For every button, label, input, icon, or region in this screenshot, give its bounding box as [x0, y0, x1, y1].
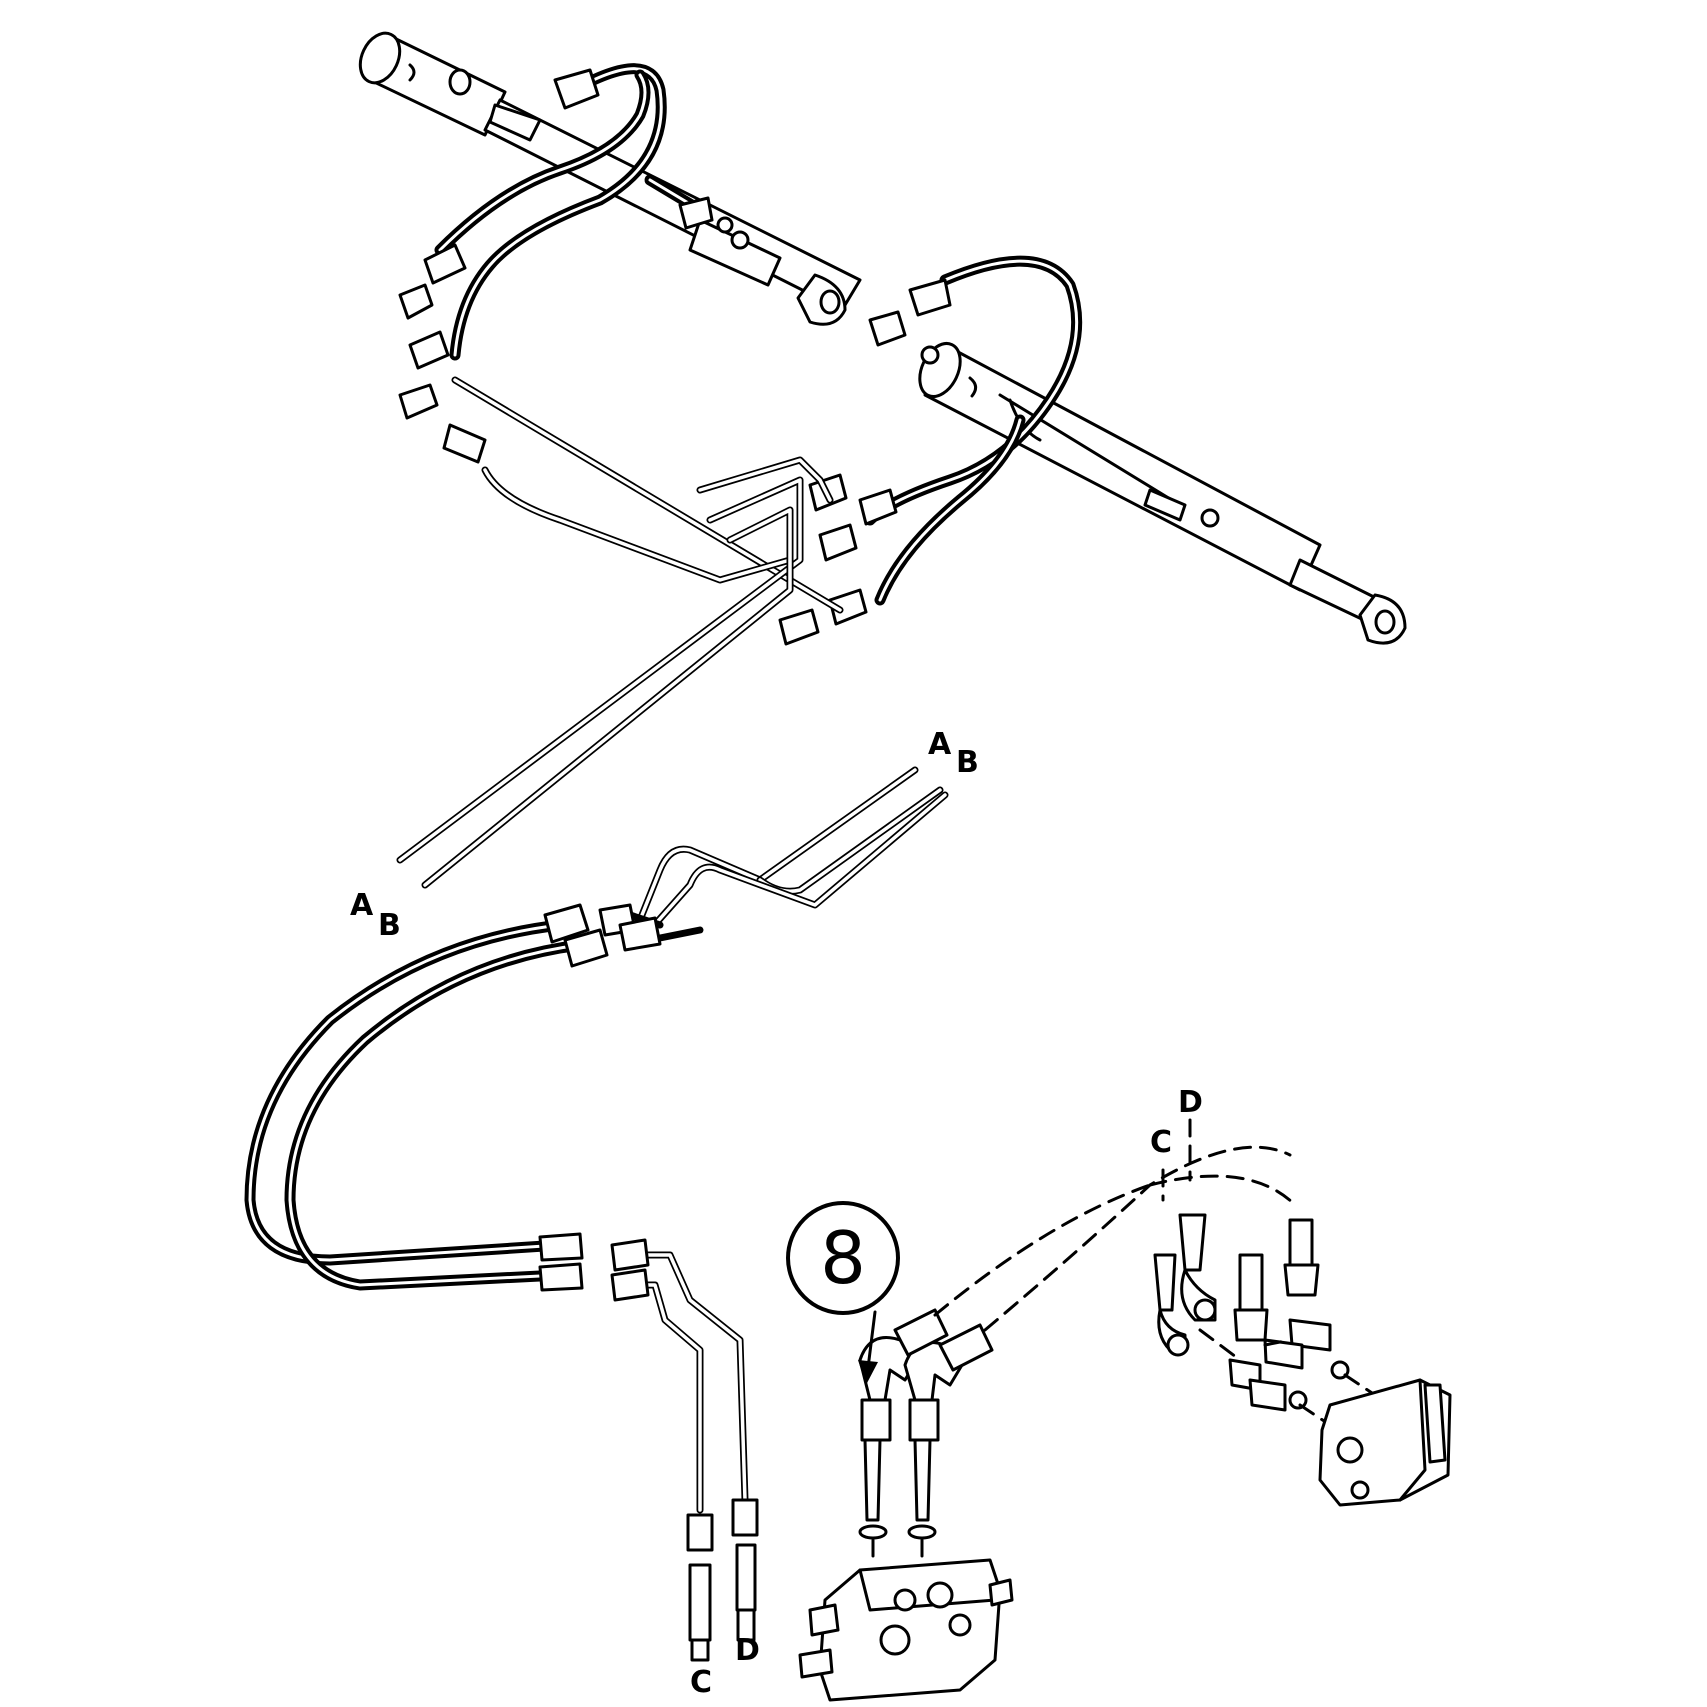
- upper-right-cylinder: [918, 342, 1407, 645]
- callout-8: 8: [786, 1201, 900, 1385]
- label-b-upper: B: [956, 745, 979, 780]
- upper-fittings: [398, 68, 952, 646]
- hose-assembly-8: [858, 1145, 1297, 1402]
- middle-rigid-tubes: [626, 766, 949, 944]
- upper-hoses: [434, 63, 1083, 606]
- callout-number: 8: [820, 1216, 866, 1300]
- upper-rigid-tubes: [396, 376, 844, 889]
- label-d-left: D: [735, 1633, 760, 1668]
- upper-left-cylinder: [358, 31, 862, 326]
- label-c-left: C: [690, 1665, 712, 1700]
- lower-long-hoses: [244, 903, 662, 1292]
- label-b-lower: B: [378, 908, 401, 943]
- pump-assembly: [1153, 1213, 1452, 1507]
- lower-left-tubes: [610, 1238, 759, 1662]
- cd-leaders: [1161, 1118, 1192, 1202]
- label-a-lower: A: [350, 888, 374, 923]
- label-c-right: C: [1150, 1125, 1172, 1160]
- control-valve: [798, 1398, 1014, 1702]
- label-a-upper: A: [928, 727, 952, 762]
- label-d-right: D: [1178, 1085, 1203, 1120]
